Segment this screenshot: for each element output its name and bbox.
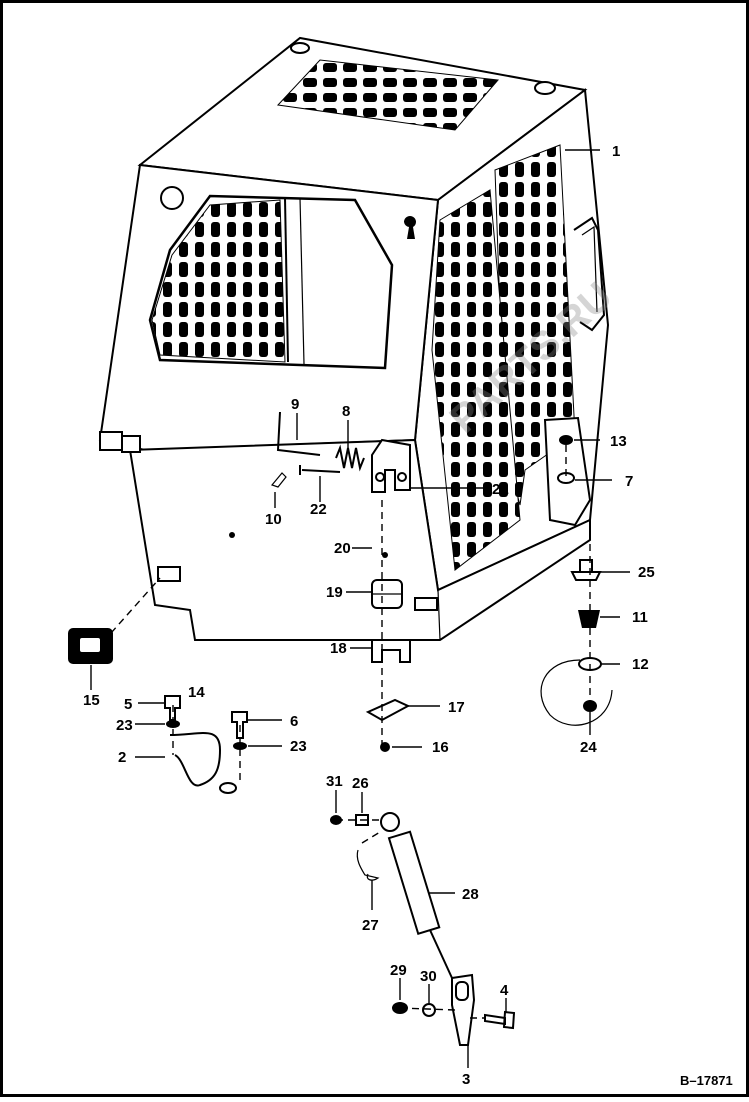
callout-8: 8	[342, 403, 350, 420]
callout-27: 27	[362, 917, 379, 934]
front-grille	[151, 199, 286, 363]
cap-25-icon	[570, 571, 602, 581]
callout-10: 10	[265, 511, 282, 528]
spring-icon	[335, 444, 365, 472]
callout-31: 31	[326, 773, 343, 790]
callout-3: 3	[462, 1071, 470, 1088]
bolt-icon	[299, 465, 341, 475]
callout-20: 20	[334, 540, 351, 557]
callout-26: 26	[352, 775, 369, 792]
nut-13-icon	[559, 435, 573, 445]
callout-21: 21	[492, 481, 509, 498]
cap-25-stem	[579, 559, 593, 573]
callout-leaders	[90, 149, 630, 1068]
figure-id: B–17871	[680, 1073, 733, 1088]
gas-strut-rod	[429, 929, 453, 979]
window-frame-bar	[284, 197, 289, 363]
washer-23-right-icon	[233, 742, 247, 750]
callout-9: 9	[291, 396, 299, 413]
callout-29: 29	[390, 962, 407, 979]
bolt-4-icon	[484, 1010, 516, 1030]
callout-labels: 1 2 3 4 5 6 7 8 9 10 11 12 13 14 15 16 1…	[83, 143, 655, 1088]
callout-16: 16	[432, 739, 449, 756]
callout-30: 30	[420, 968, 437, 985]
assembly-lines	[102, 445, 591, 1019]
cab-assembly	[98, 36, 610, 641]
latch-rod-icon	[276, 411, 321, 456]
callout-14: 14	[188, 684, 205, 701]
front-mount-hole-icon	[160, 186, 184, 210]
callout-4: 4	[500, 982, 509, 999]
latch-plate-icon	[365, 698, 411, 722]
roof-grille	[276, 59, 499, 131]
dash-29-30	[399, 1007, 456, 1011]
callout-22: 22	[310, 501, 327, 518]
lower-body-fold	[437, 589, 441, 641]
callout-2: 2	[118, 749, 126, 766]
washer-30-icon	[422, 1003, 436, 1017]
bracket-hole-2-icon	[397, 472, 407, 482]
keyhole-slot-icon	[404, 216, 416, 239]
gas-strut-body	[387, 830, 441, 936]
callout-25: 25	[638, 564, 655, 581]
grab-handle-inner	[581, 225, 598, 313]
hinge-tab-right	[121, 435, 141, 453]
callout-23a: 23	[116, 717, 133, 734]
bracket-slot	[455, 981, 469, 1001]
callout-13: 13	[610, 433, 627, 450]
bumper-11-icon	[578, 610, 600, 628]
lower-slot-right	[414, 597, 438, 611]
callout-17: 17	[448, 699, 465, 716]
callout-1: 1	[612, 143, 620, 160]
side-grille-lower	[431, 189, 521, 571]
cotter-pin-icon	[270, 472, 287, 488]
callout-19: 19	[326, 584, 343, 601]
callout-28: 28	[462, 886, 479, 903]
callout-7: 7	[625, 473, 633, 490]
body-dot	[229, 532, 235, 538]
side-latch-plate	[543, 416, 592, 527]
callout-24: 24	[580, 739, 597, 756]
irregular-outline	[540, 659, 613, 726]
callout-5: 5	[124, 696, 132, 713]
callout-23b: 23	[290, 738, 307, 755]
bracket-hole-icon	[375, 472, 385, 482]
rubber-pad-slot	[80, 638, 100, 652]
window-frame-bar-2	[299, 197, 305, 365]
callout-11: 11	[632, 609, 648, 626]
callout-15: 15	[83, 692, 100, 709]
callout-12: 12	[632, 656, 649, 673]
clip-icon	[371, 639, 411, 663]
body-dot-2	[382, 552, 388, 558]
hinge-tab-left	[99, 431, 123, 451]
dash-15	[102, 577, 161, 643]
strap-lug-icon	[219, 782, 237, 794]
roof-hole-left-icon	[290, 42, 310, 54]
lower-slot-left	[157, 566, 181, 582]
dash-27	[361, 831, 381, 844]
callout-6: 6	[290, 713, 298, 730]
ground-strap-icon	[169, 732, 222, 787]
roof-hole-right-icon	[534, 81, 556, 95]
strut-clip-icon	[356, 849, 380, 881]
grab-handle	[573, 216, 606, 332]
nut-24-icon	[583, 700, 597, 712]
callout-18: 18	[330, 640, 347, 657]
cab-lower-body	[128, 438, 591, 641]
strut-ball-icon	[380, 812, 400, 832]
